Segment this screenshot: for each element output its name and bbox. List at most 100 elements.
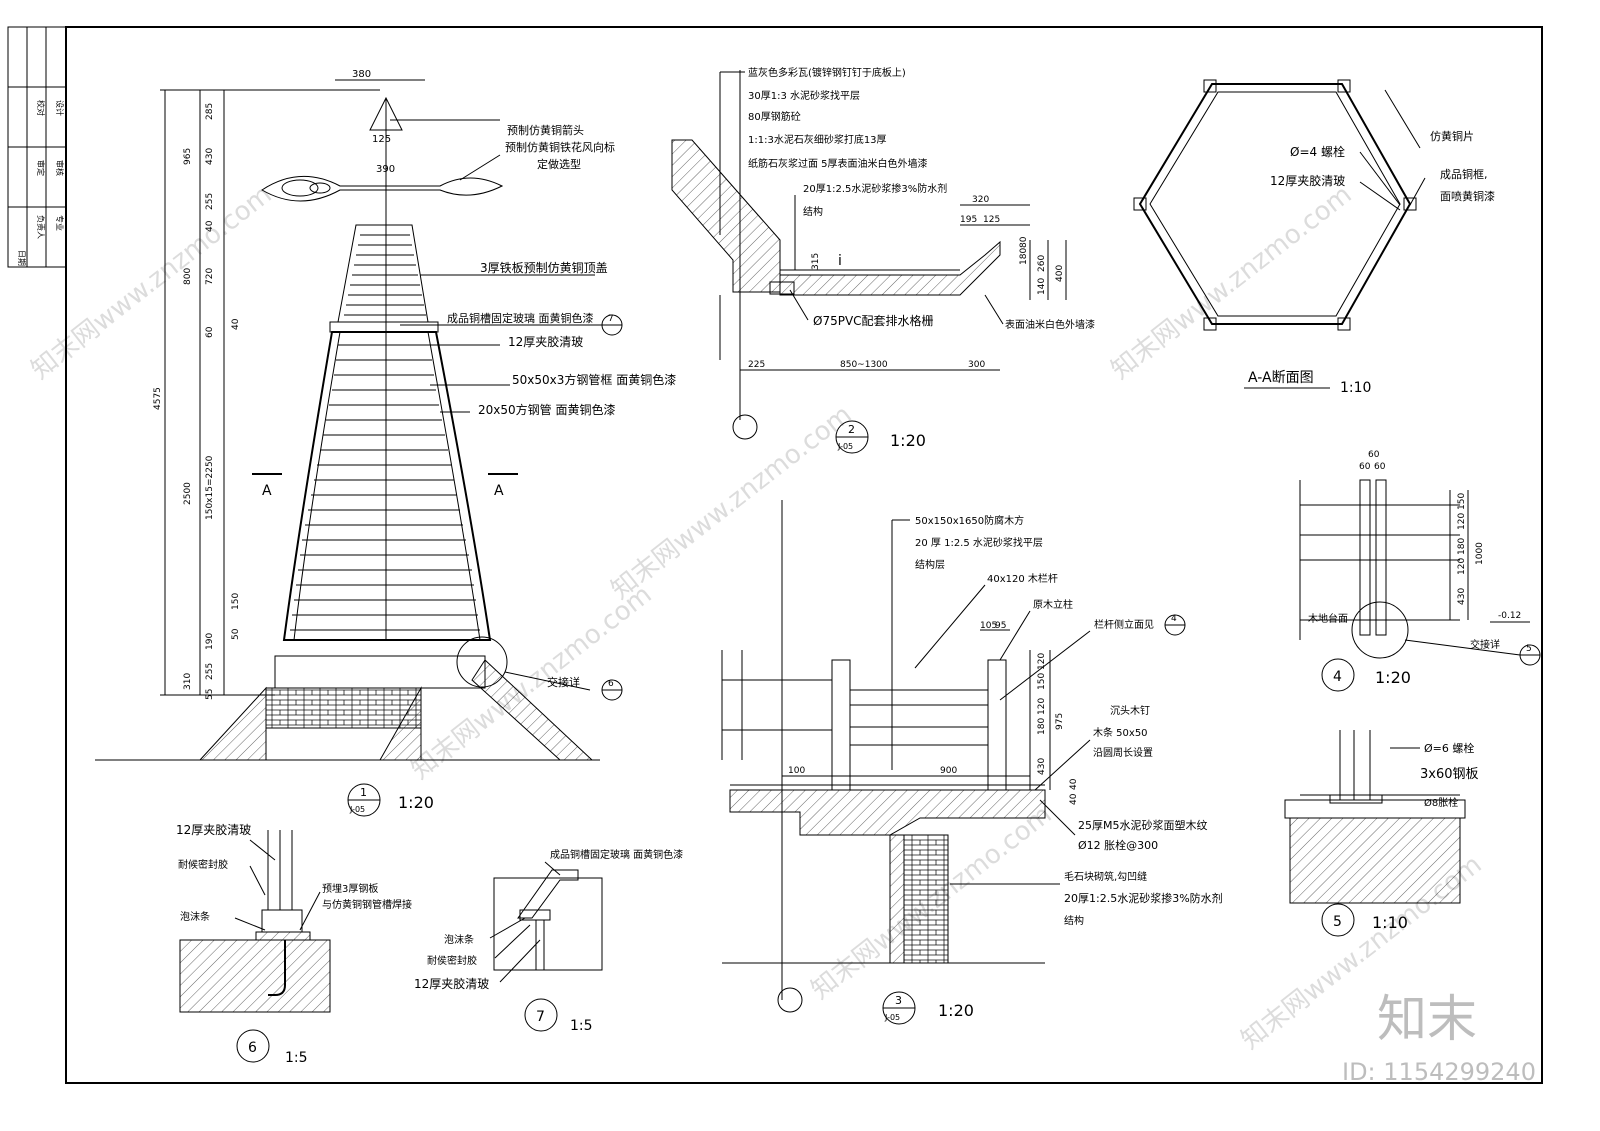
detail-number: 5 — [1333, 914, 1342, 930]
detail-scale: 1:5 — [570, 1018, 593, 1034]
detail-number: 2 — [848, 423, 855, 436]
dim-label: 150x15=2250 — [205, 455, 215, 520]
watermark-text: 知末网www.znzmo.com — [26, 180, 278, 386]
dim-label: 40 — [1069, 778, 1079, 790]
detail-sheet: J-05 — [837, 442, 853, 451]
dim-label: 260 — [1037, 255, 1047, 272]
hexagon-outer-shape — [1138, 83, 1412, 325]
dim-label: 125 — [983, 215, 1000, 225]
detail-aa-hexagon-section: Ø=4 螺栓 12厚夹胶清玻 仿黄铜片 成品铜框, 面喷黄铜漆 A-A断面图 1… — [1133, 79, 1495, 396]
callout-laminated-glass: 12厚夹胶清玻 — [1270, 173, 1345, 188]
section-mark-a-right: A — [494, 483, 504, 499]
title-block-cell: 日期 — [17, 250, 26, 266]
title-block-cell: 专业 — [55, 215, 65, 231]
callout-laminated-glass: 12厚夹胶清玻 — [414, 976, 489, 991]
dim-label: 400 — [1055, 265, 1065, 282]
detail-sheet: J-05 — [349, 805, 365, 814]
watermark-text: 知末网www.znzmo.com — [606, 400, 858, 606]
dim-label: 105 — [980, 621, 997, 631]
detail-number: 4 — [1333, 669, 1342, 685]
callout-junction-detail: 交接详 — [547, 675, 580, 689]
dim-label: 300 — [968, 360, 985, 370]
callout-roof-tile: 蓝灰色多彩瓦(镀锌钢钉钉于底板上) — [748, 66, 906, 79]
dim-label: 60 — [1368, 450, 1380, 460]
dim-label: 150 — [1037, 673, 1047, 690]
spire-slats — [290, 344, 480, 631]
dim-label: 285 — [205, 103, 215, 120]
callout-expansion-bolt: Ø12 胀栓@300 — [1078, 838, 1158, 852]
dim-label: 380 — [352, 69, 371, 80]
callout-custom-select: 定做选型 — [537, 157, 581, 171]
ref-tag: 4 — [1171, 614, 1177, 624]
dim-label: 850~1300 — [840, 360, 888, 370]
ref-tag: 7 — [608, 314, 614, 324]
brand-logo: 知末 — [1377, 990, 1477, 1048]
dim-label: 60 — [205, 326, 215, 338]
dim-label: -0.12 — [1498, 611, 1521, 621]
dim-label: 60 — [1374, 462, 1386, 472]
dim-label: 430 — [205, 148, 215, 165]
dim-label: 430 — [1037, 758, 1047, 775]
callout-countersunk-nail: 沉头木钉 — [1110, 704, 1150, 717]
detail-7-copper-channel: 成品铜槽固定玻璃 面黄铜色漆 泡沫条 耐侯密封胶 12厚夹胶清玻 7 1:5 — [414, 848, 683, 1034]
dim-label: 195 — [960, 215, 977, 225]
callout-wood-rail: 40x120 木栏杆 — [987, 572, 1058, 585]
detail-sheet: J-05 — [884, 1013, 900, 1022]
dim-label: 190 — [205, 633, 215, 650]
detail-number: 6 — [248, 1040, 257, 1056]
callout-structure: 结构 — [1064, 914, 1084, 927]
callout-structure: 结构 — [803, 205, 823, 218]
watermark-text: 知末网www.znzmo.com — [406, 580, 658, 786]
dim-label: 180 — [1457, 538, 1467, 555]
title-block-cell: 校对 — [36, 100, 46, 116]
callout-timber-beam: 50x150x1650防腐木方 — [915, 514, 1024, 527]
detail-1-spire-elevation: A A 285 965 430 255 40 800 720 60 40 457… — [95, 69, 676, 817]
dim-label: 225 — [748, 360, 765, 370]
dim-label: 40 — [231, 318, 241, 330]
ref-tag: 5 — [1526, 644, 1532, 654]
callout-bolt: Ø=6 螺栓 — [1424, 741, 1474, 755]
dim-label: 120 — [1037, 698, 1047, 715]
dim-label: 120 — [1037, 653, 1047, 670]
section-mark-a-left: A — [262, 483, 272, 499]
callout-wood-strip: 木条 50x50 — [1093, 726, 1148, 739]
detail-scale: 1:5 — [285, 1050, 308, 1066]
detail-scale: 1:20 — [890, 431, 926, 450]
callout-embedded-plate: 预埋3厚钢板 — [322, 882, 378, 895]
callout-deck-surface: 木地台面 — [1308, 612, 1348, 625]
detail-number: 7 — [536, 1009, 545, 1025]
callout-junction-detail: 交接详 — [1470, 638, 1500, 651]
dim-label: 140 — [1037, 278, 1047, 295]
dim-label: 255 — [205, 663, 215, 680]
dim-label: 900 — [940, 766, 957, 776]
section-title: A-A断面图 — [1248, 370, 1314, 386]
dim-label: 4575 — [153, 387, 163, 410]
detail-4-post-elevation: 60 60 60 150 120 180 120 1000 430 -0.12 … — [1299, 450, 1541, 692]
dim-label: 40 — [1069, 793, 1079, 805]
callout-screed: 20 厚 1:2.5 水泥砂浆找平层 — [915, 536, 1043, 549]
detail-scale: 1:20 — [398, 793, 434, 812]
dim-label: 965 — [183, 148, 193, 165]
callout-weather-vane: 预制仿黄铜铁花风向标 — [505, 140, 615, 154]
detail-scale: 1:20 — [1375, 668, 1411, 687]
callout-expansion-bolt: Ø8胀栓 — [1424, 796, 1458, 809]
callout-copper-frame: 成品铜框, — [1440, 167, 1488, 181]
top-cap-louvres — [344, 234, 426, 316]
callout-copper-channel: 成品铜槽固定玻璃 面黄铜色漆 — [550, 848, 683, 861]
dim-label: 150 — [1457, 493, 1467, 510]
title-block-cell: 审定 — [36, 160, 46, 176]
dim-label: 60 — [1359, 462, 1371, 472]
callout-base-plaster: 1:1:3水泥石灰细砂浆打底13厚 — [748, 133, 887, 146]
callout-arrow-finial: 预制仿黄铜箭头 — [507, 123, 584, 137]
dim-label: 180 — [1019, 248, 1029, 265]
dim-label: 55 — [205, 689, 215, 700]
dim-label: 120 — [1457, 558, 1467, 575]
title-block-cell: 负责人 — [36, 215, 46, 239]
dim-label: 180 — [1037, 718, 1047, 735]
title-block: 设计 校对 审核 审定 专业 负责人 日期 — [7, 26, 67, 268]
title-block-cell: 设计 — [55, 100, 65, 116]
dim-label: 100 — [788, 766, 805, 776]
callout-sealant: 耐候密封胶 — [178, 858, 228, 871]
dim-label: 2500 — [183, 482, 193, 505]
